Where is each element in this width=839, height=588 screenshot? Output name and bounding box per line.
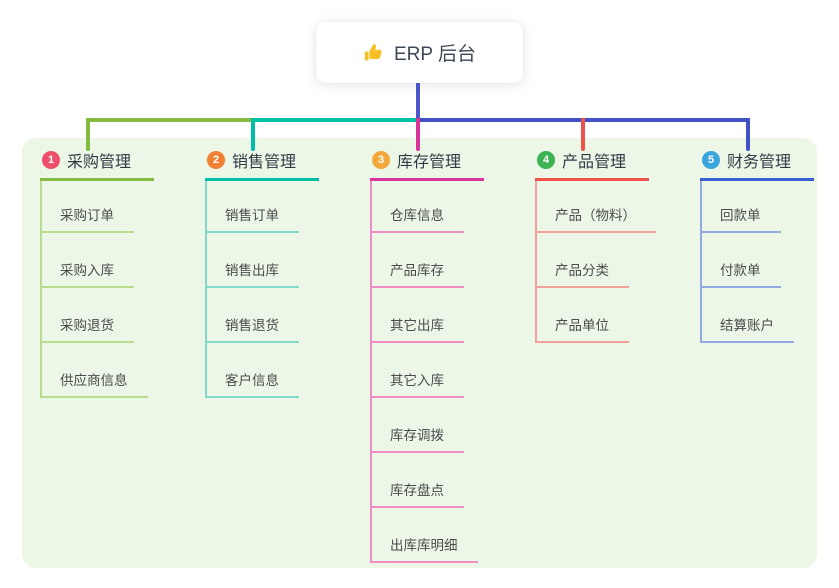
branch-number-badge: 4 — [537, 151, 555, 169]
child-node: 产品分类 — [537, 233, 656, 288]
child-node-label[interactable]: 采购入库 — [42, 259, 134, 288]
branch-node-label: 采购管理 — [67, 154, 132, 171]
child-node-label[interactable]: 仓库信息 — [372, 204, 464, 233]
branch-number-badge: 2 — [207, 151, 225, 169]
branch-node[interactable]: 5 财务管理 — [700, 146, 814, 181]
branch-number-badge: 1 — [42, 151, 60, 169]
child-node: 库存盘点 — [372, 453, 478, 508]
child-node: 仓库信息 — [372, 181, 478, 233]
child-node: 采购订单 — [42, 181, 148, 233]
thumbs-up-icon — [364, 43, 382, 60]
branch-node[interactable]: 2 销售管理 — [205, 146, 319, 181]
branch-drop-line-4 — [581, 118, 585, 151]
child-node-label[interactable]: 产品（物料） — [537, 204, 656, 233]
child-node-label[interactable]: 出库库明细 — [372, 534, 478, 563]
child-node-label[interactable]: 产品分类 — [537, 259, 629, 288]
branch-node-label: 库存管理 — [397, 154, 462, 171]
child-node-label[interactable]: 回款单 — [702, 204, 781, 233]
child-node-label[interactable]: 采购退货 — [42, 314, 134, 343]
branch: 4 产品管理 产品（物料） 产品分类产品单位 — [535, 146, 656, 343]
child-node: 销售订单 — [207, 181, 299, 233]
child-node-label[interactable]: 库存调拨 — [372, 424, 464, 453]
bus-segment-teal — [253, 118, 418, 122]
branch-children: 回款单付款单结算账户 — [700, 181, 794, 343]
branch-children: 仓库信息产品库存其它出库其它入库库存调拨库存盘点出库库明细 — [370, 181, 478, 563]
branch: 2 销售管理 销售订单销售出库销售退货客户信息 — [205, 146, 319, 398]
branch: 1 采购管理 采购订单采购入库采购退货供应商信息 — [40, 146, 154, 398]
child-node: 库存调拨 — [372, 398, 478, 453]
child-node: 产品（物料） — [537, 181, 656, 233]
child-node-label[interactable]: 客户信息 — [207, 369, 299, 398]
child-node-label[interactable]: 采购订单 — [42, 204, 134, 233]
root-node[interactable]: ERP 后台 — [316, 22, 523, 83]
child-node: 销售出库 — [207, 233, 299, 288]
child-node: 客户信息 — [207, 343, 299, 398]
branches-panel — [22, 138, 817, 568]
branch-number-badge: 3 — [372, 151, 390, 169]
child-node-label[interactable]: 库存盘点 — [372, 479, 464, 508]
child-node: 结算账户 — [702, 288, 794, 343]
child-node: 回款单 — [702, 181, 794, 233]
branch: 5 财务管理 回款单付款单结算账户 — [700, 146, 814, 343]
child-node: 其它入库 — [372, 343, 478, 398]
child-node: 产品单位 — [537, 288, 656, 343]
branch-node[interactable]: 1 采购管理 — [40, 146, 154, 181]
child-node-label[interactable]: 其它出库 — [372, 314, 464, 343]
branch-node[interactable]: 3 库存管理 — [370, 146, 484, 181]
root-node-title: ERP 后台 — [393, 44, 476, 65]
child-node: 销售退货 — [207, 288, 299, 343]
child-node-label[interactable]: 产品单位 — [537, 314, 629, 343]
root-connector-line — [416, 80, 420, 122]
child-node-label[interactable]: 其它入库 — [372, 369, 464, 398]
branch-node-label: 产品管理 — [562, 154, 627, 171]
branch-drop-line-5 — [746, 118, 750, 151]
branch-drop-line-1 — [86, 118, 90, 151]
child-node-label[interactable]: 销售订单 — [207, 204, 299, 233]
child-node-label[interactable]: 结算账户 — [702, 314, 794, 343]
child-node: 供应商信息 — [42, 343, 148, 398]
bus-segment-green — [86, 118, 255, 122]
child-node-label[interactable]: 产品库存 — [372, 259, 464, 288]
branch-drop-line-3 — [416, 118, 420, 151]
child-node: 其它出库 — [372, 288, 478, 343]
child-node-label[interactable]: 销售出库 — [207, 259, 299, 288]
branch-number-badge: 5 — [702, 151, 720, 169]
child-node: 采购退货 — [42, 288, 148, 343]
child-node-label[interactable]: 销售退货 — [207, 314, 299, 343]
branch-children: 销售订单销售出库销售退货客户信息 — [205, 181, 299, 398]
child-node: 付款单 — [702, 233, 794, 288]
branch-drop-line-2 — [251, 118, 255, 151]
branch: 3 库存管理 仓库信息产品库存其它出库其它入库库存调拨库存盘点出库库明细 — [370, 146, 484, 563]
child-node: 出库库明细 — [372, 508, 478, 563]
branch-node-label: 销售管理 — [232, 154, 297, 171]
child-node: 采购入库 — [42, 233, 148, 288]
child-node: 产品库存 — [372, 233, 478, 288]
branch-children: 产品（物料） 产品分类产品单位 — [535, 181, 656, 343]
branch-node-label: 财务管理 — [727, 154, 792, 171]
child-node-label[interactable]: 供应商信息 — [42, 369, 148, 398]
branch-children: 采购订单采购入库采购退货供应商信息 — [40, 181, 148, 398]
branch-node[interactable]: 4 产品管理 — [535, 146, 649, 181]
child-node-label[interactable]: 付款单 — [702, 259, 781, 288]
